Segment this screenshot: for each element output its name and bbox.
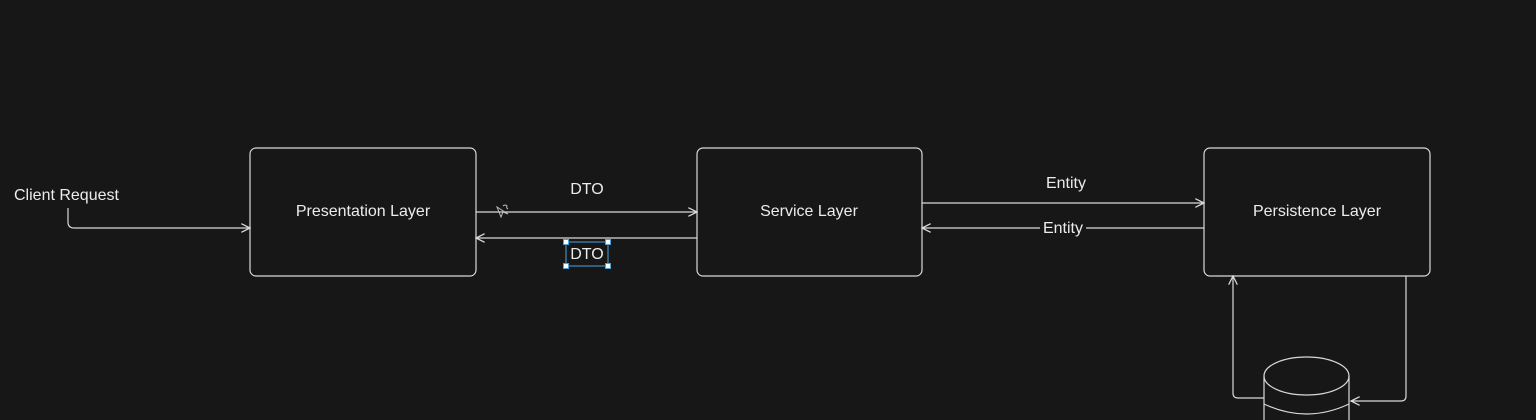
client-request-label[interactable]: Client Request <box>14 187 120 204</box>
persistence-layer-box[interactable] <box>1203 147 1431 277</box>
selection-handle-br[interactable] <box>605 263 611 269</box>
binding-cursor-icon <box>495 204 509 219</box>
selection-handle-tr[interactable] <box>605 239 611 245</box>
selection-handle-tl[interactable] <box>563 239 569 245</box>
persistence-layer-node[interactable]: Persistence Layer <box>1203 147 1431 277</box>
edge-database-to-persistence[interactable] <box>1233 276 1264 399</box>
presentation-layer-label: Presentation Layer <box>296 203 431 220</box>
selection-frame <box>565 241 609 267</box>
database-cylinder-top <box>1263 356 1350 396</box>
edge-label-entity-request[interactable]: Entity <box>1046 175 1086 192</box>
edge-label-dto-request[interactable]: DTO <box>570 181 603 198</box>
database-node[interactable] <box>1263 356 1350 420</box>
edge-label-dto-response[interactable]: DTO <box>570 246 603 263</box>
service-layer-node[interactable]: Service Layer <box>696 147 923 277</box>
edge-persistence-to-database[interactable] <box>1351 276 1407 401</box>
selected-label-dto-response[interactable]: DTO <box>563 239 611 269</box>
persistence-layer-label: Persistence Layer <box>1253 203 1382 220</box>
selection-handle-bl[interactable] <box>563 263 569 269</box>
presentation-layer-node[interactable]: Presentation Layer <box>249 147 477 277</box>
service-layer-label: Service Layer <box>760 203 858 220</box>
edge-client-to-presentation[interactable] <box>67 208 250 228</box>
edge-label-entity-response[interactable]: Entity <box>1043 220 1083 237</box>
edge-label-entity-response-bg <box>1040 218 1086 238</box>
database-cylinder-band <box>1263 403 1350 415</box>
